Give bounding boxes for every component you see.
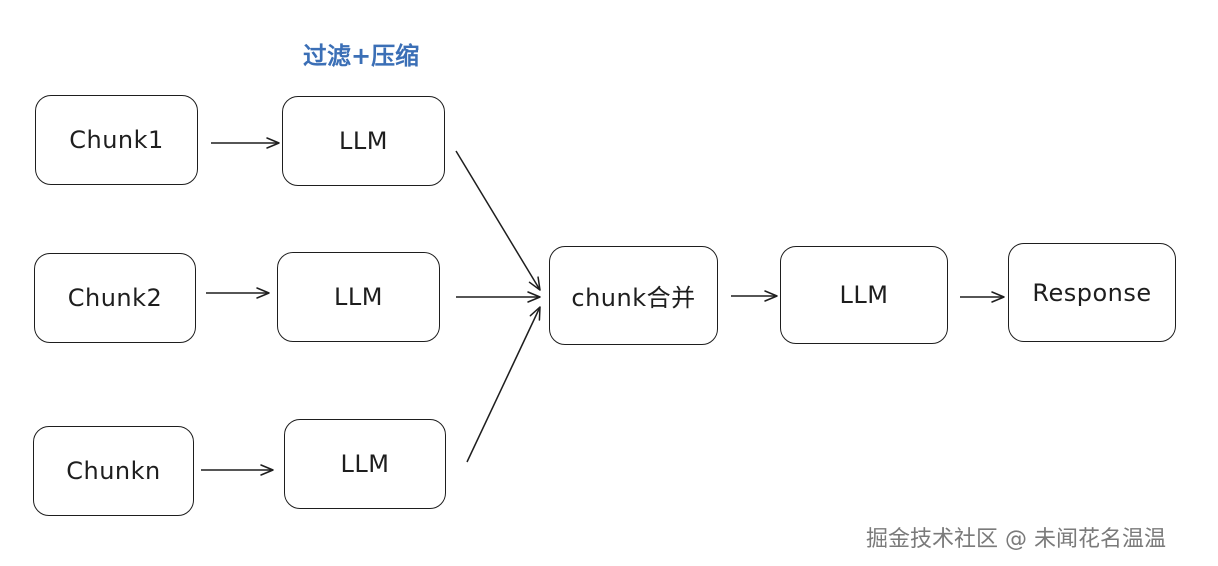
llm-final-node[interactable]: LLM — [780, 246, 948, 344]
chunk-merge-node[interactable]: chunk合并 — [549, 246, 718, 345]
chunk2-node[interactable]: Chunk2 — [34, 253, 196, 343]
llm-node-2[interactable]: LLM — [277, 252, 440, 342]
edge-llm3-merge — [466, 306, 541, 463]
response-node[interactable]: Response — [1008, 243, 1176, 342]
llm-node-1[interactable]: LLM — [282, 96, 445, 186]
edge-llm1-merge — [455, 150, 541, 291]
chunk1-node[interactable]: Chunk1 — [35, 95, 198, 185]
watermark-text: 掘金技术社区 @ 未闻花名温温 — [866, 527, 1166, 552]
filter-compress-annotation: 过滤+压缩 — [303, 42, 420, 70]
chunkn-node[interactable]: Chunkn — [33, 426, 194, 516]
llm-node-3[interactable]: LLM — [284, 419, 446, 509]
